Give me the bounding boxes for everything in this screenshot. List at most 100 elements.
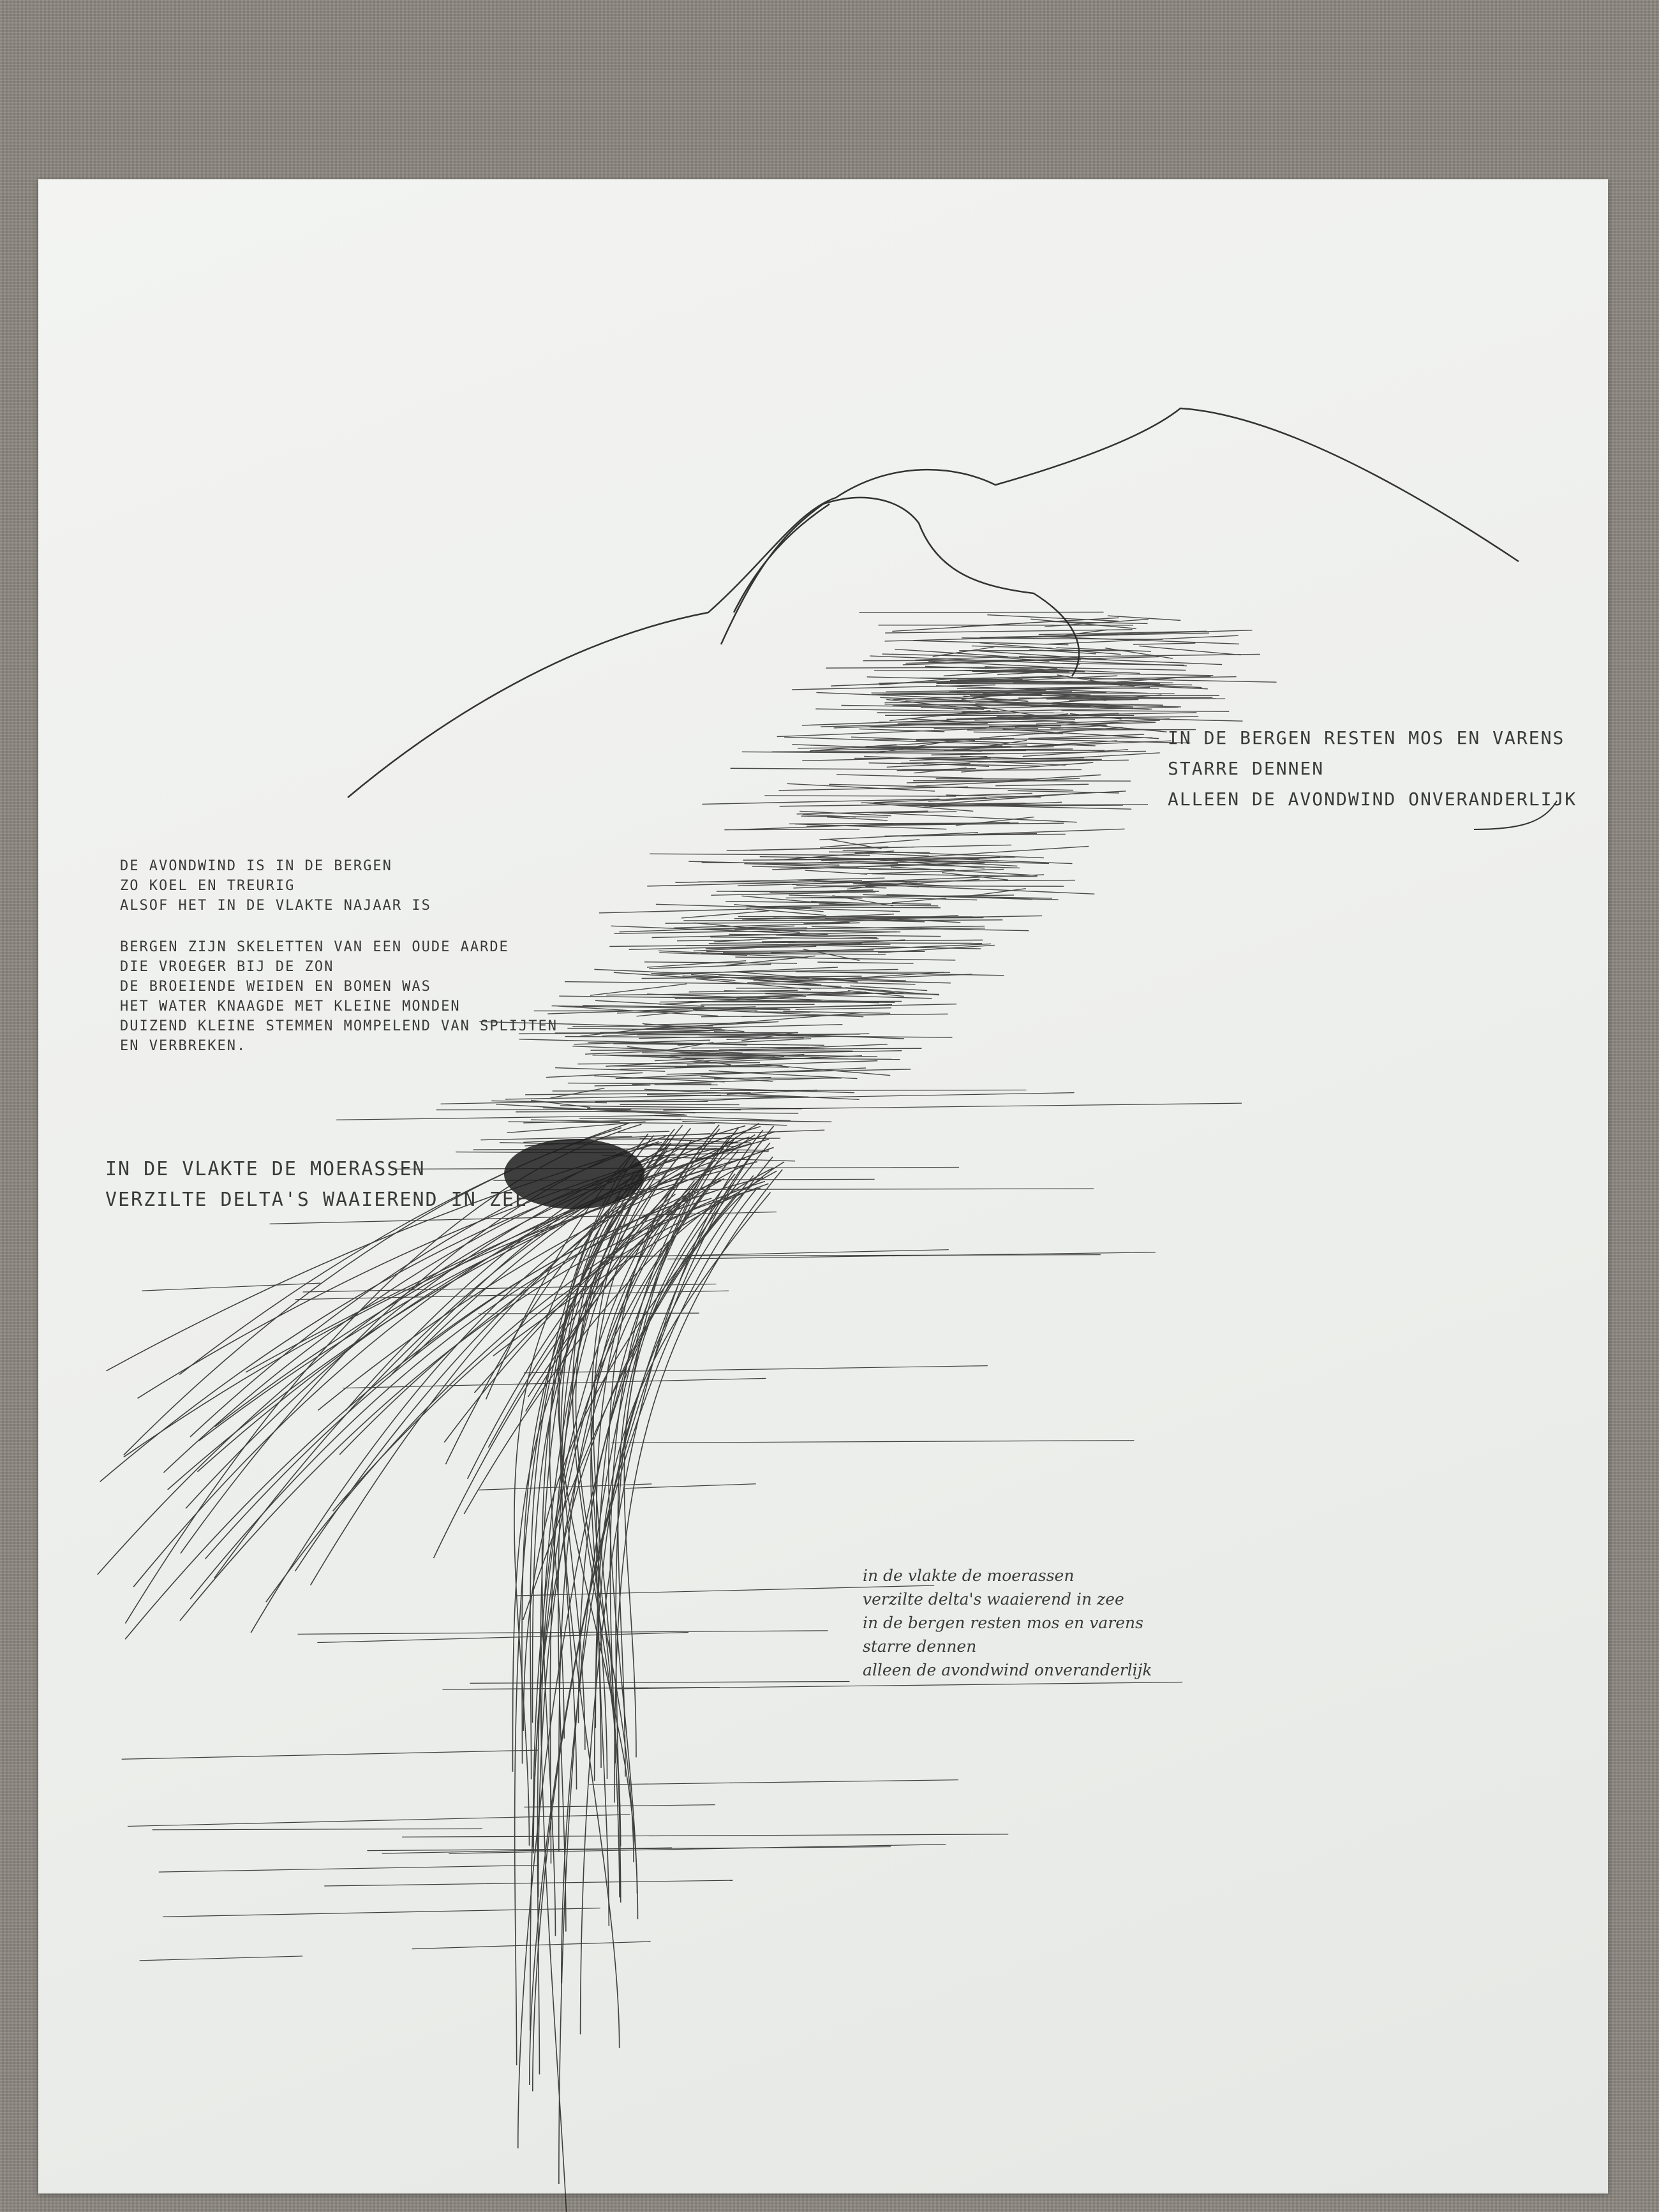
stream-stroke <box>541 1159 650 1936</box>
hatch-stroke <box>863 894 1059 900</box>
horizon-stroke <box>613 1249 949 1258</box>
hatch-stroke <box>955 816 1034 826</box>
paper-sheet <box>38 179 1608 2193</box>
stream-stroke <box>523 1175 754 1731</box>
hatch-stroke <box>659 996 807 1005</box>
hatch-stroke <box>1010 713 1069 720</box>
hatch-stroke <box>913 640 1069 646</box>
hatch-stroke <box>962 637 1163 640</box>
hatch-stroke <box>784 736 1027 746</box>
stream-stroke <box>595 1192 771 1728</box>
top-right-poem: In de bergen resten mos en varens starre… <box>1168 727 1577 819</box>
hatch-stroke <box>682 975 813 981</box>
hatch-stroke <box>741 751 995 754</box>
poem-line: de broeiende weiden en bomen was <box>120 979 431 995</box>
horizon-stroke <box>297 1630 828 1635</box>
hatch-stroke <box>613 972 736 981</box>
hatch-stroke <box>816 692 1027 702</box>
hatch-stroke <box>683 919 912 921</box>
hatch-stroke <box>966 888 1026 897</box>
horizon-stroke <box>127 1814 630 1827</box>
hatch-stroke <box>611 925 828 935</box>
hatch-stroke <box>969 690 1072 693</box>
stream-stroke <box>517 1136 737 2149</box>
hatch-stroke <box>971 645 1052 649</box>
hatch-stroke <box>928 660 1064 669</box>
hatch-stroke <box>867 812 1077 823</box>
hatch-stroke <box>555 1067 666 1072</box>
stream-stroke <box>558 1129 675 1932</box>
hatch-stroke <box>1002 729 1159 739</box>
hatch-stroke <box>1019 655 1223 665</box>
hatch-stroke <box>579 1118 832 1123</box>
hatch-stroke <box>880 697 1117 706</box>
hatch-stroke <box>670 1050 902 1056</box>
poem-line: starre dennen <box>1168 758 1325 779</box>
stream-stroke <box>514 1196 620 1846</box>
stream-stroke <box>579 1129 764 2035</box>
hatch-stroke <box>730 768 933 770</box>
hatch-stroke <box>696 978 812 990</box>
hatch-stroke <box>874 738 1015 740</box>
poem-line: alleen de avondwind onveranderlijk <box>863 1661 1152 1679</box>
hatch-stroke <box>519 1039 747 1046</box>
hatch-stroke <box>750 977 951 984</box>
hatch-stroke <box>847 862 1020 869</box>
poem-line: die vroeger bij de zon <box>120 959 334 975</box>
hatch-stroke <box>842 916 961 923</box>
hatch-stroke <box>966 704 1035 716</box>
horizon-stroke <box>478 1312 699 1314</box>
hatch-stroke <box>744 863 859 868</box>
horizon-stroke <box>479 1483 652 1490</box>
hatch-stroke <box>602 1029 719 1037</box>
stream-stroke <box>525 1134 755 1412</box>
hatch-stroke <box>729 933 941 937</box>
hatch-stroke <box>741 895 851 906</box>
poem-line: duizend kleine stemmen mompelend van spl… <box>120 1018 558 1034</box>
hatch-stroke <box>938 804 1132 810</box>
hatch-stroke <box>957 679 1173 683</box>
horizon-stroke <box>412 1941 651 1950</box>
hatch-stroke <box>815 708 999 713</box>
hatch-stroke <box>802 813 856 818</box>
hatch-stroke <box>1015 720 1160 728</box>
horizon-stroke <box>152 1828 482 1830</box>
hatch-stroke <box>819 832 978 840</box>
hatch-stroke <box>979 632 1209 638</box>
hatch-stroke <box>649 963 771 969</box>
hatch-stroke <box>787 783 935 792</box>
hatch-stroke <box>946 794 1041 798</box>
stream-stroke <box>557 1191 638 1894</box>
hatch-stroke <box>955 713 1119 720</box>
hatch-stroke <box>942 872 1009 880</box>
horizon-stroke <box>336 1115 687 1120</box>
hatch-stroke <box>671 1148 769 1151</box>
hatch-stroke <box>789 894 978 901</box>
hatch-stroke <box>983 693 1043 696</box>
hatch-stroke <box>627 1046 692 1054</box>
hatch-stroke <box>792 874 1045 886</box>
hatch-stroke <box>480 1136 632 1141</box>
hatch-stroke <box>701 953 886 955</box>
hatch-stroke <box>583 1004 778 1009</box>
stream-stroke <box>521 1149 668 1764</box>
hatch-stroke <box>595 1000 704 1007</box>
hatch-stroke <box>826 667 1034 669</box>
hatch-stroke <box>893 845 1089 859</box>
hatch-stroke <box>746 908 827 916</box>
horizon-stroke <box>523 1365 988 1374</box>
horizon-stroke <box>611 1440 1135 1444</box>
hatch-stroke <box>838 915 1043 920</box>
stream-stroke <box>558 1162 713 1852</box>
hatch-stroke <box>702 798 940 805</box>
hatch-stroke <box>594 1075 725 1083</box>
poem-line: en verbreken. <box>120 1038 247 1054</box>
hatch-stroke <box>530 1099 591 1108</box>
hatch-stroke <box>701 1004 815 1006</box>
hatch-stroke <box>806 822 1010 827</box>
hatch-stroke <box>842 850 1044 859</box>
horizon-stroke <box>121 1749 539 1760</box>
hatch-stroke <box>619 1065 783 1070</box>
stream-stroke <box>608 1148 701 1920</box>
stream-stroke <box>577 1142 771 1723</box>
